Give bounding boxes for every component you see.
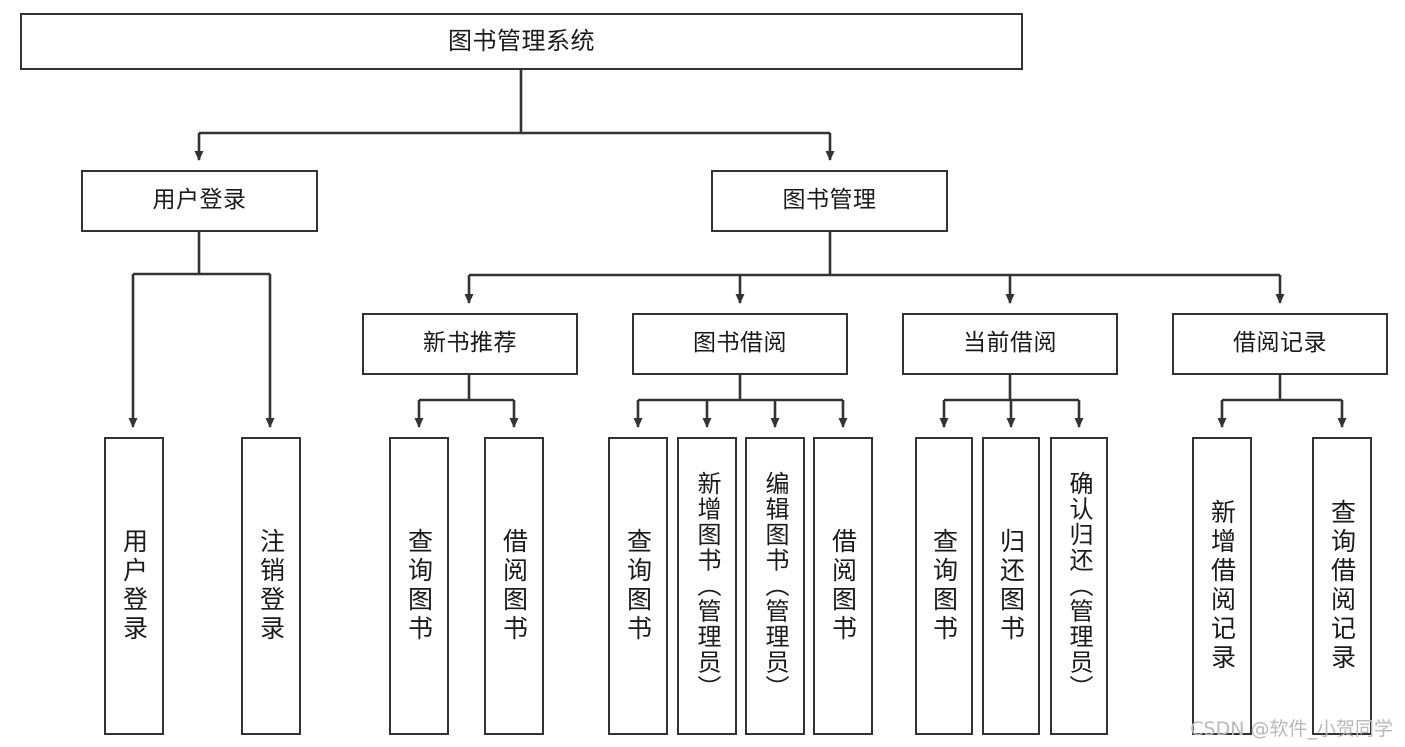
node-label: 图书管理 (782, 187, 877, 214)
node-label: 当前借阅 (963, 330, 1057, 357)
node-label: 注销登录 (256, 528, 286, 644)
watermark-text: CSDN @软件_小贺同学 (1190, 718, 1393, 740)
node-leaf-user-login[interactable]: 用户登录 (104, 437, 164, 735)
node-leaf-edit-book[interactable]: 编辑图书（管理员） (745, 437, 805, 735)
node-label: 用户登录 (152, 187, 247, 214)
node-leaf-borrow-book-1[interactable]: 借阅图书 (484, 437, 544, 735)
node-book-manage[interactable]: 图书管理 (711, 170, 948, 232)
node-leaf-return-book[interactable]: 归还图书 (982, 437, 1040, 735)
node-leaf-logout-login[interactable]: 注销登录 (241, 437, 301, 735)
node-book-borrow[interactable]: 图书借阅 (632, 313, 848, 375)
node-root-system[interactable]: 图书管理系统 (20, 13, 1023, 70)
node-label: 图书借阅 (693, 330, 787, 357)
node-label: 新增借阅记录 (1207, 499, 1237, 673)
node-label: 借阅图书 (499, 528, 529, 644)
node-label: 查询图书 (929, 528, 959, 644)
node-label: 编辑图书（管理员） (761, 471, 789, 701)
node-leaf-add-record[interactable]: 新增借阅记录 (1192, 437, 1252, 735)
node-leaf-query-book-2[interactable]: 查询图书 (608, 437, 668, 735)
node-new-book-recommend[interactable]: 新书推荐 (362, 313, 578, 375)
node-label: 借阅图书 (828, 528, 858, 644)
node-leaf-query-record[interactable]: 查询借阅记录 (1312, 437, 1372, 735)
node-borrow-record[interactable]: 借阅记录 (1172, 313, 1388, 375)
node-label: 图书管理系统 (448, 27, 595, 56)
node-label: 归还图书 (996, 528, 1026, 644)
node-leaf-query-book-3[interactable]: 查询图书 (915, 437, 973, 735)
node-label: 查询图书 (623, 528, 653, 644)
node-label: 用户登录 (119, 528, 149, 644)
node-label: 借阅记录 (1233, 330, 1327, 357)
node-leaf-add-book[interactable]: 新增图书（管理员） (677, 437, 737, 735)
node-label: 新增图书（管理员） (693, 471, 721, 701)
node-leaf-borrow-book-2[interactable]: 借阅图书 (813, 437, 873, 735)
node-label: 新书推荐 (423, 330, 517, 357)
node-leaf-confirm-return[interactable]: 确认归还（管理员） (1050, 437, 1108, 735)
node-label: 确认归还（管理员） (1065, 471, 1093, 701)
node-user-login[interactable]: 用户登录 (81, 170, 318, 232)
node-label: 查询图书 (404, 528, 434, 644)
node-leaf-query-book-1[interactable]: 查询图书 (389, 437, 449, 735)
node-label: 查询借阅记录 (1327, 499, 1357, 673)
node-current-borrow[interactable]: 当前借阅 (902, 313, 1118, 375)
